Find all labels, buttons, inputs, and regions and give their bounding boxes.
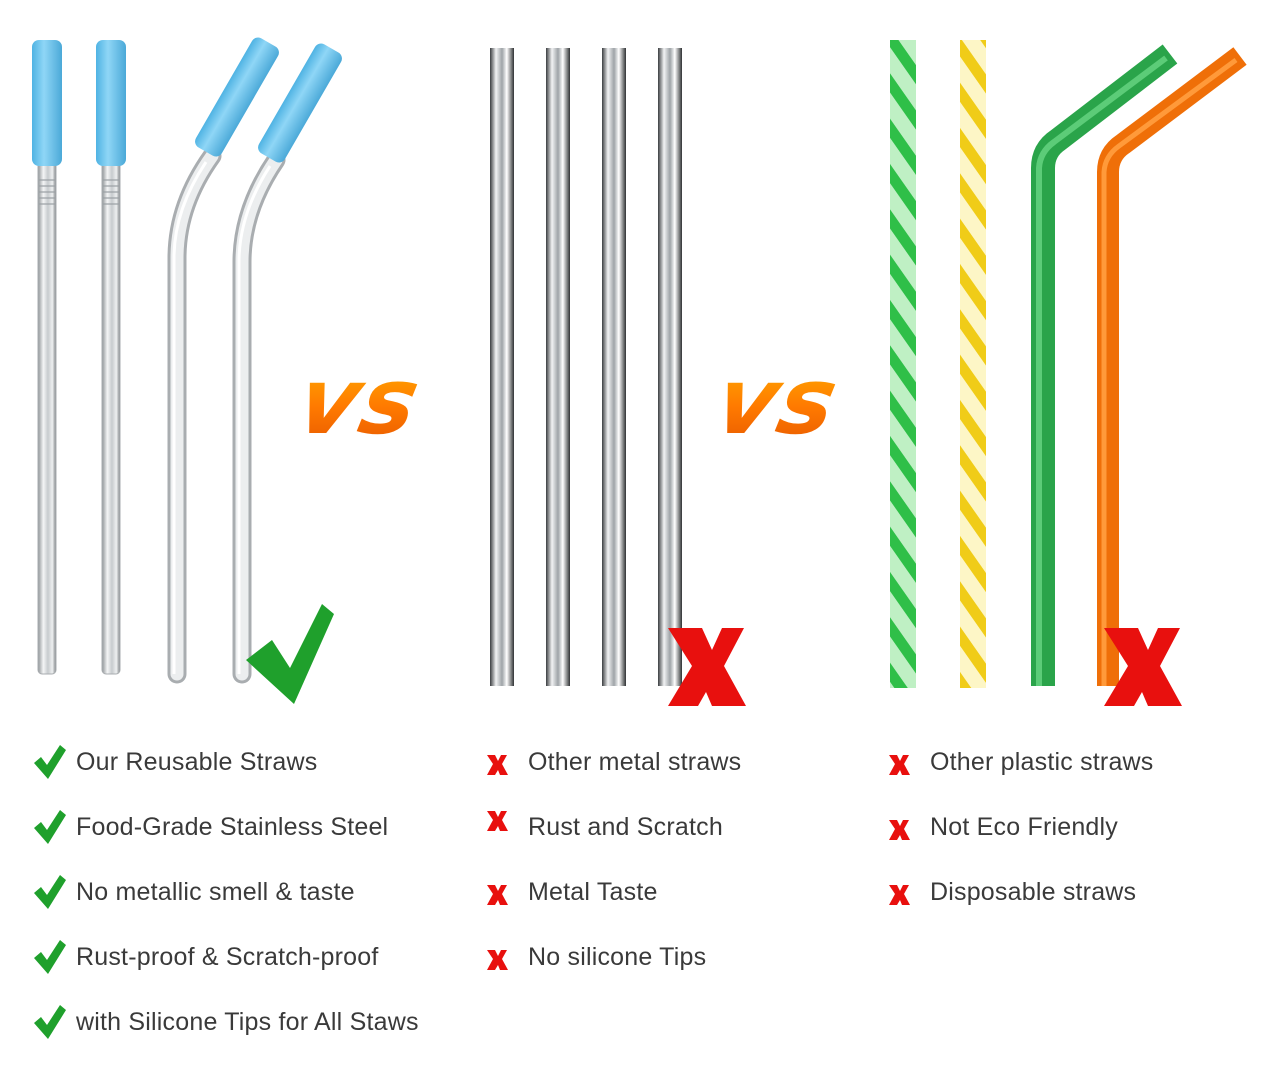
vs-label-2: vs — [706, 348, 849, 455]
check-icon — [34, 874, 66, 909]
feature-label: with Silicone Tips for All Staws — [76, 1008, 419, 1036]
product-comparison-image: vs vs — [32, 37, 1247, 706]
cross-icon — [487, 810, 508, 831]
cross-icon — [889, 754, 910, 775]
other-metal-straw-3 — [602, 48, 626, 686]
list-item: Metal Taste — [482, 860, 741, 925]
cross-icon — [487, 949, 508, 970]
big-cross-mark-icon — [668, 628, 746, 706]
big-check-mark-icon — [246, 604, 334, 704]
check-icon — [34, 939, 66, 974]
plastic-straw-orange-bendy — [1097, 47, 1247, 686]
check-icon — [34, 1004, 66, 1039]
other-metal-straw-1 — [490, 48, 514, 686]
straws-illustration — [32, 37, 1247, 706]
check-icon — [34, 744, 66, 779]
features-list-plastic: Other plastic straws Not Eco Friendly Di… — [884, 730, 1154, 925]
feature-label: Not Eco Friendly — [930, 813, 1118, 841]
feature-label: Disposable straws — [930, 878, 1137, 906]
features-list-ours: Our Reusable Straws Food-Grade Stainless… — [30, 730, 419, 1055]
cross-icon — [889, 884, 910, 905]
feature-label: Rust and Scratch — [528, 813, 723, 841]
cross-icon — [487, 884, 508, 905]
list-item: with Silicone Tips for All Staws — [30, 990, 419, 1055]
plastic-straw-green-striped — [890, 40, 916, 688]
feature-label: Food-Grade Stainless Steel — [76, 813, 389, 841]
feature-label: Other metal straws — [528, 748, 742, 776]
feature-label: No silicone Tips — [528, 943, 707, 971]
list-item: Rust-proof & Scratch-proof — [30, 925, 419, 990]
reusable-straw-bent-2 — [232, 43, 342, 684]
reusable-straw-bent-1 — [167, 37, 279, 684]
list-item: Disposable straws — [884, 860, 1154, 925]
list-item: Rust and Scratch — [482, 795, 741, 860]
list-item: Our Reusable Straws — [30, 730, 419, 795]
plastic-straw-green-bendy — [1031, 44, 1178, 686]
cross-icon — [889, 819, 910, 840]
plastic-straw-yellow-striped — [960, 40, 986, 688]
list-item: Food-Grade Stainless Steel — [30, 795, 419, 860]
feature-label: Our Reusable Straws — [76, 748, 318, 776]
list-item: Not Eco Friendly — [884, 795, 1154, 860]
feature-label: Metal Taste — [528, 878, 658, 906]
list-item: No metallic smell & taste — [30, 860, 419, 925]
feature-label: Other plastic straws — [930, 748, 1154, 776]
reusable-straw-straight-2 — [96, 40, 126, 675]
cross-icon — [487, 754, 508, 775]
big-cross-mark-icon-2 — [1104, 628, 1182, 706]
reusable-straw-straight-1 — [32, 40, 62, 675]
list-item: Other metal straws — [482, 730, 741, 795]
list-item: No silicone Tips — [482, 925, 741, 990]
features-list-other-metal: Other metal straws Rust and Scratch Meta… — [482, 730, 741, 990]
other-metal-straw-4 — [658, 48, 682, 686]
feature-label: Rust-proof & Scratch-proof — [76, 943, 379, 971]
check-icon — [34, 809, 66, 844]
other-metal-straw-2 — [546, 48, 570, 686]
feature-label: No metallic smell & taste — [76, 878, 355, 906]
vs-label-1: vs — [288, 348, 431, 455]
list-item: Other plastic straws — [884, 730, 1154, 795]
